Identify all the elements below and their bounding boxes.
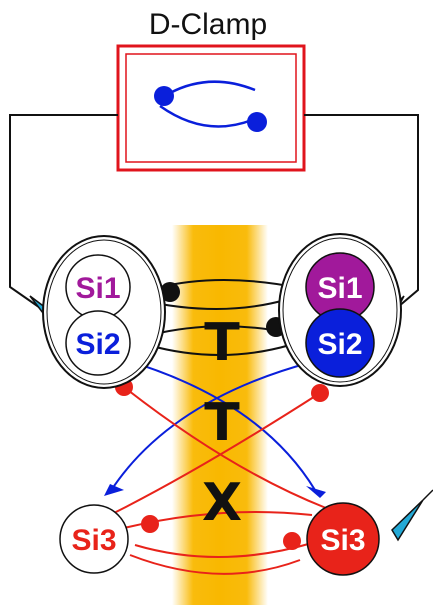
synapse-red-dot-right-si2 <box>311 384 329 402</box>
synapse-black-left <box>160 282 180 302</box>
synapse-blue-tbar-right <box>306 486 326 498</box>
clamp-dot-left <box>154 86 174 106</box>
diagram-title: D-Clamp <box>149 8 267 41</box>
ttx-letter-3: X <box>202 473 242 533</box>
synapse-red-dot-right-si3 <box>283 532 301 550</box>
synapse-red-dot-left-si3 <box>141 515 159 533</box>
clamp-arc-bottom <box>159 104 253 128</box>
ttx-letter-1: T <box>204 313 240 373</box>
right-si2-label: Si2 <box>317 328 362 361</box>
right-neuron-group: Si1 Si2 <box>278 233 402 387</box>
right-si3-label: Si3 <box>320 524 365 557</box>
synapse-line-si3-lower <box>129 554 301 575</box>
synapse-line-left-si2-to-right-si3 <box>124 359 316 491</box>
electrode-right-bottom-icon <box>391 499 424 542</box>
right-si2-cell <box>305 308 375 378</box>
left-si1-label: Si1 <box>75 272 120 305</box>
synapse-line-right-si2-to-left-si3 <box>109 361 313 493</box>
wire-right <box>304 114 419 313</box>
dclamp-box <box>116 44 306 172</box>
clamp-dot-right <box>247 112 267 132</box>
synapse-line-left-si3-to-right-si2 <box>109 392 321 516</box>
left-neuron-group: Si1 Si2 <box>42 235 166 389</box>
left-si3-cell <box>59 504 129 574</box>
right-si3-cell <box>306 502 380 576</box>
clamp-arc-top <box>169 80 256 95</box>
left-si3-label: Si3 <box>71 524 116 557</box>
synapse-line-right-si3-to-left-si2 <box>123 386 327 509</box>
right-si1-label: Si1 <box>317 272 362 305</box>
wire-left <box>9 114 118 313</box>
synapse-line-si2-bottom <box>147 344 291 356</box>
left-si2-cell <box>65 310 131 376</box>
ttx-letter-2: T <box>204 393 240 453</box>
synapse-blue-tbar-left <box>104 484 124 496</box>
left-si2-label: Si2 <box>75 328 120 361</box>
